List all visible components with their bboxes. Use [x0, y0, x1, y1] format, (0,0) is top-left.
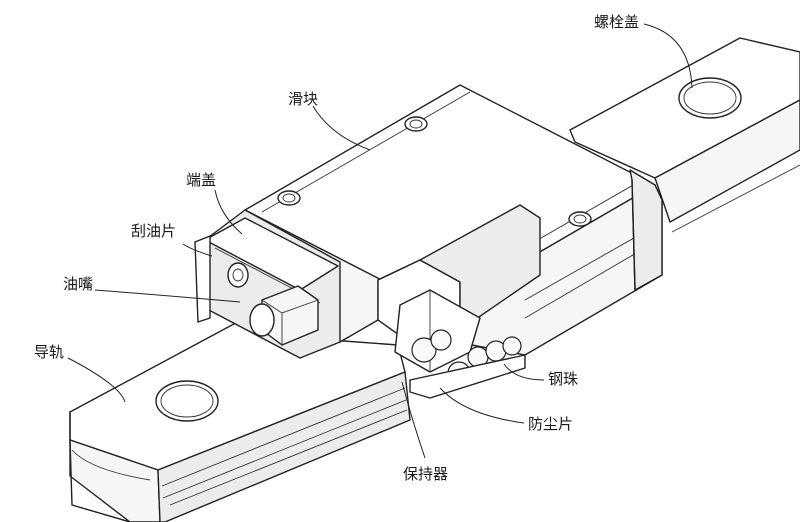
- dust-seal: [409, 354, 526, 399]
- label-end-cap: 端盖: [186, 171, 216, 189]
- label-guide-rail: 导轨: [34, 343, 64, 361]
- leader-lines: [67, 23, 693, 459]
- label-grease-nipple: 油嘴: [63, 275, 93, 293]
- guide-rail: [69, 37, 800, 522]
- label-scraper: 刮油片: [131, 222, 176, 240]
- label-retainer: 保持器: [403, 465, 448, 483]
- mounting-hole-3: [568, 211, 592, 227]
- grease-nipple: [227, 262, 319, 346]
- label-slider-block: 滑块: [288, 90, 318, 108]
- slider-block: [244, 84, 663, 373]
- label-bolt-cover: 螺栓盖: [594, 13, 639, 31]
- bolt-cover-front: [155, 380, 219, 422]
- mounting-hole-2: [277, 190, 301, 206]
- label-dust-seal: 防尘片: [528, 415, 573, 433]
- label-steel-ball: 钢珠: [548, 370, 578, 388]
- bolt-cover-back: [678, 77, 742, 119]
- scraper-plate: [194, 235, 211, 323]
- mounting-hole-1: [404, 116, 428, 132]
